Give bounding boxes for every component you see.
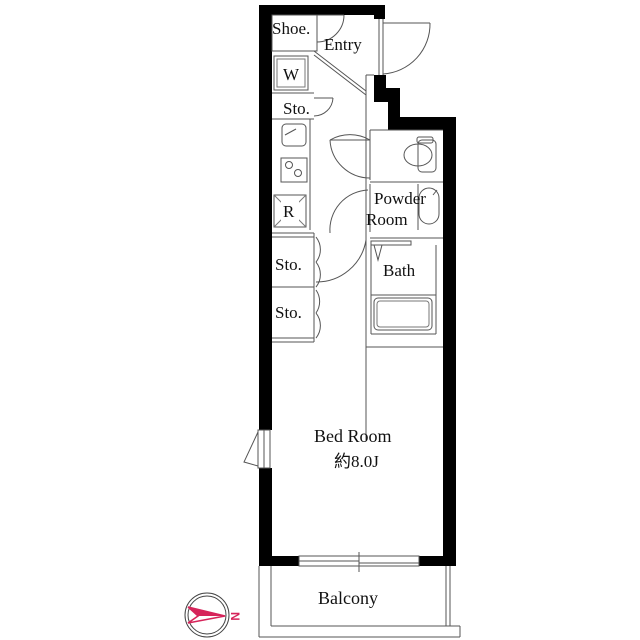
compass-north-label: N — [228, 612, 242, 621]
label-storage-mid: Sto. — [275, 255, 302, 274]
side-window — [243, 429, 271, 469]
shoe-cabinet — [271, 14, 345, 52]
balcony — [258, 566, 461, 638]
fridge-space — [273, 194, 307, 228]
label-powder-line2: Room — [366, 210, 408, 229]
label-balcony: Balcony — [318, 588, 378, 608]
toilet-room — [329, 129, 443, 183]
exterior-walls — [259, 5, 456, 566]
storage-closets — [272, 232, 367, 343]
balcony-sliding-door — [298, 552, 420, 572]
label-entry: Entry — [324, 35, 362, 54]
label-storage-low: Sto. — [275, 303, 302, 322]
label-powder-line1: Powder — [374, 189, 426, 208]
powder-room — [329, 184, 443, 239]
label-washer: W — [283, 65, 300, 84]
label-bath: Bath — [383, 261, 416, 280]
entry-door — [378, 19, 431, 75]
label-fridge: R — [283, 202, 295, 221]
compass-icon — [184, 592, 230, 638]
label-shoe: Shoe. — [272, 19, 310, 38]
label-storage-top: Sto. — [283, 99, 310, 118]
bathroom — [366, 240, 443, 348]
washer-space — [273, 55, 309, 91]
entry-step — [313, 50, 374, 440]
kitchen-counter — [280, 119, 311, 230]
storage-top — [272, 92, 334, 120]
label-bedroom: Bed Room — [314, 426, 392, 446]
label-bedroom-area: 約8.0J — [334, 452, 379, 471]
